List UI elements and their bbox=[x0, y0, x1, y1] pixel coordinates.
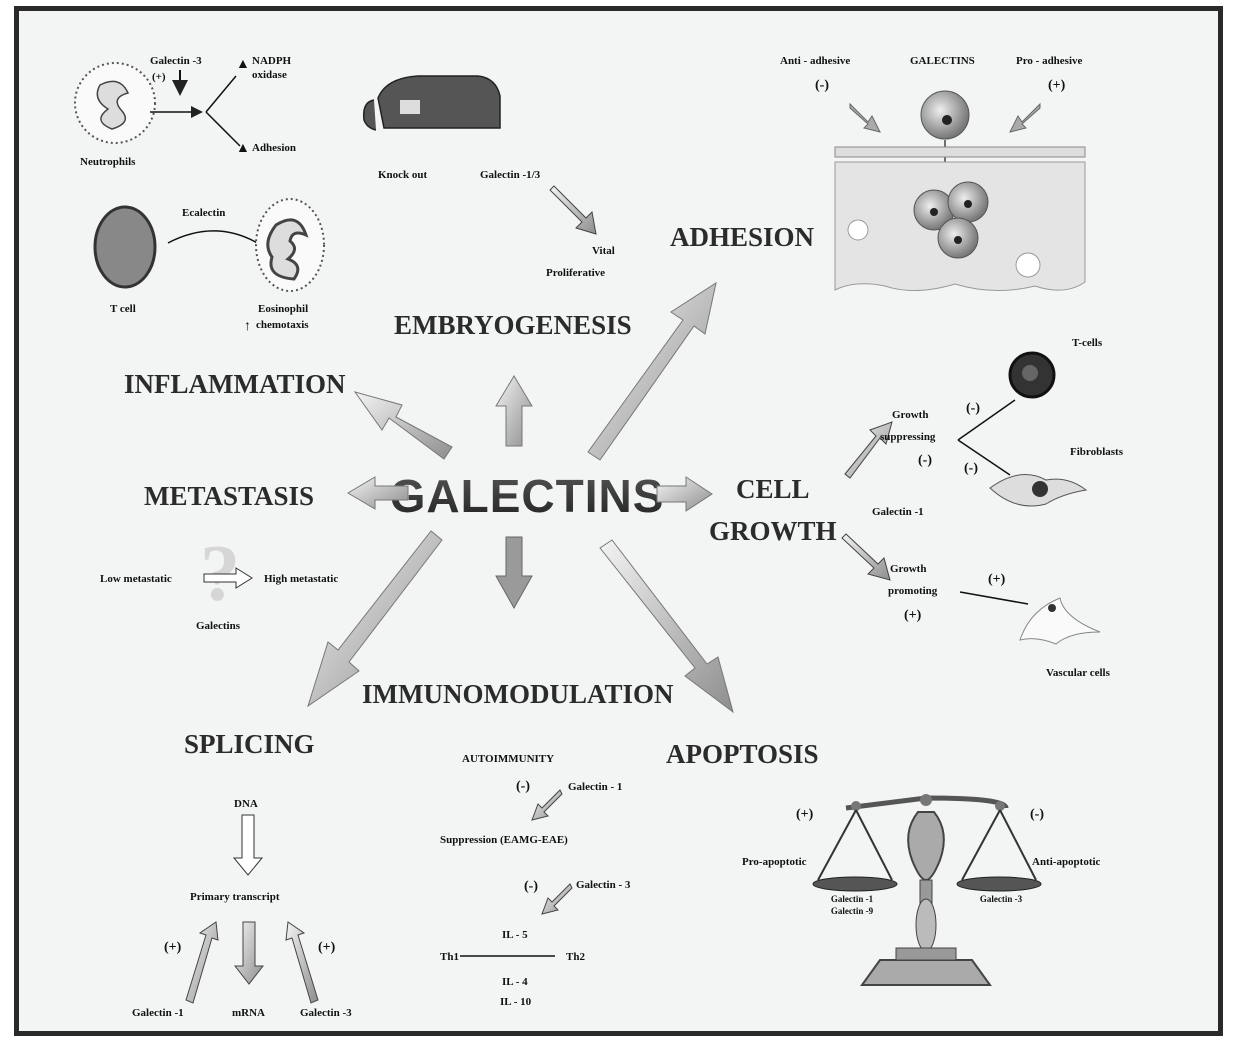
primary-transcript-label: Primary transcript bbox=[190, 891, 280, 903]
tcell-label: T cell bbox=[110, 303, 136, 315]
plus-sign: (+) bbox=[152, 71, 166, 83]
apoptosis-panel: (+) (-) Pro-apoptotic Anti-apoptotic Gal… bbox=[742, 794, 1101, 985]
mrna-label: mRNA bbox=[232, 1007, 265, 1019]
nadph-label: NADPH bbox=[252, 55, 292, 67]
arrow-to-embryogenesis bbox=[496, 376, 532, 446]
immuno-panel: AUTOIMMUNITY (-) Galectin - 1 Suppressio… bbox=[440, 753, 631, 1008]
ecalectin-label: Ecalectin bbox=[182, 207, 225, 219]
tcell-shape bbox=[95, 207, 155, 287]
th1-label: Th1 bbox=[440, 951, 459, 963]
metastasis-panel: ? Low metastatic High metastatic Galecti… bbox=[100, 530, 338, 632]
suppression-label: Suppression (EAMG-EAE) bbox=[440, 834, 568, 846]
splicing-panel: DNA Primary transcript (+) (+) Galectin … bbox=[132, 798, 352, 1019]
plus-left: (+) bbox=[164, 940, 182, 955]
galectin3-label: Galectin -3 bbox=[150, 55, 202, 67]
oxidase-label: oxidase bbox=[252, 69, 287, 81]
knockout-label: Knock out bbox=[378, 169, 428, 181]
promote-label-1: Growth bbox=[890, 563, 926, 575]
topic-inflammation: INFLAMMATION bbox=[124, 369, 346, 399]
up-arrow-eos: ↑ bbox=[244, 319, 251, 334]
arrow-to-cell-growth bbox=[657, 477, 712, 511]
fibroblasts-label: Fibroblasts bbox=[1070, 446, 1124, 458]
pro-apoptotic-label: Pro-apoptotic bbox=[742, 856, 807, 868]
apop-gal3-label: Galectin -3 bbox=[980, 894, 1023, 904]
splicing-gal1-label: Galectin -1 bbox=[132, 1007, 184, 1019]
anti-apoptotic-label: Anti-apoptotic bbox=[1032, 856, 1101, 868]
scale-column bbox=[908, 812, 944, 880]
topic-apoptosis: APOPTOSIS bbox=[666, 739, 819, 769]
topic-splicing: SPLICING bbox=[184, 729, 315, 759]
apoptosis-minus: (-) bbox=[1030, 807, 1044, 822]
topic-metastasis: METASTASIS bbox=[144, 481, 314, 511]
il4-label: IL - 4 bbox=[502, 976, 528, 988]
cell-growth-panel: Growth suppressing (-) (-) (-) T-cells F… bbox=[842, 337, 1124, 679]
dna-label: DNA bbox=[234, 798, 258, 810]
pro-adhesive-label: Pro - adhesive bbox=[1016, 55, 1083, 67]
inflammation-panel: Neutrophils Galectin -3 (+) ▲ NADPH oxid… bbox=[75, 55, 324, 334]
eosinophil-label: Eosinophil bbox=[258, 303, 308, 315]
immuno-minus2: (-) bbox=[524, 879, 538, 894]
arrow-to-immunomodulation bbox=[496, 537, 532, 608]
adhesion-small-label: Adhesion bbox=[252, 142, 296, 154]
scale-base bbox=[862, 960, 990, 985]
tcells-label: T-cells bbox=[1072, 337, 1103, 349]
minus-b: (-) bbox=[918, 453, 932, 468]
il5-label: IL - 5 bbox=[502, 929, 528, 941]
arrow-to-inflammation bbox=[355, 392, 452, 459]
apoptosis-plus: (+) bbox=[796, 807, 814, 822]
promote-label-2: promoting bbox=[888, 585, 938, 597]
topic-cell-growth-line2: GROWTH bbox=[709, 516, 837, 546]
splicing-gal3-label: Galectin -3 bbox=[300, 1007, 352, 1019]
center-title: GALECTINS bbox=[390, 470, 665, 522]
galectin13-label: Galectin -1/3 bbox=[480, 169, 541, 181]
apop-gal9-label: Galectin -9 bbox=[831, 906, 874, 916]
left-pan bbox=[813, 877, 897, 891]
suppress-label-2: suppressing bbox=[880, 431, 936, 443]
anti-sign: (-) bbox=[815, 78, 829, 93]
autoimmunity-label: AUTOIMMUNITY bbox=[462, 753, 554, 765]
topic-adhesion: ADHESION bbox=[670, 222, 815, 252]
low-metastatic-label: Low metastatic bbox=[100, 573, 172, 585]
pro-sign: (+) bbox=[1048, 78, 1066, 93]
plus-b: (+) bbox=[988, 572, 1006, 587]
up-arrow-adhesion: ▲ bbox=[236, 141, 250, 156]
neutrophils-label: Neutrophils bbox=[80, 156, 136, 168]
minus-a: (-) bbox=[966, 401, 980, 416]
th2-label: Th2 bbox=[566, 951, 585, 963]
proliferative-label: Proliferative bbox=[546, 267, 605, 279]
tissue-surface bbox=[835, 147, 1085, 157]
chemotaxis-label: chemotaxis bbox=[256, 319, 309, 331]
vital-label: Vital bbox=[592, 245, 615, 257]
mouse-icon bbox=[364, 76, 500, 130]
topic-embryogenesis: EMBRYOGENESIS bbox=[394, 310, 632, 340]
immuno-minus1: (-) bbox=[516, 779, 530, 794]
plus-right: (+) bbox=[318, 940, 336, 955]
immuno-gal1-label: Galectin - 1 bbox=[568, 781, 622, 793]
galectins-small-label: GALECTINS bbox=[910, 55, 975, 67]
high-metastatic-label: High metastatic bbox=[264, 573, 338, 585]
vascular-label: Vascular cells bbox=[1046, 667, 1111, 679]
anti-adhesive-label: Anti - adhesive bbox=[780, 55, 850, 67]
topic-immunomodulation: IMMUNOMODULATION bbox=[362, 679, 674, 709]
up-arrow-nadph: ▲ bbox=[236, 57, 250, 72]
adhesion-panel: Anti - adhesive (-) GALECTINS Pro - adhe… bbox=[780, 55, 1085, 291]
vascular-cell-icon bbox=[1020, 598, 1100, 644]
plus-a: (+) bbox=[904, 608, 922, 623]
floating-cell bbox=[921, 91, 969, 139]
galectin1-growth-label: Galectin -1 bbox=[872, 506, 924, 518]
suppress-label-1: Growth bbox=[892, 409, 928, 421]
apop-gal1-label: Galectin -1 bbox=[831, 894, 874, 904]
galectins-meta-label: Galectins bbox=[196, 620, 241, 632]
topic-cell-growth-line1: CELL bbox=[736, 474, 810, 504]
il10-label: IL - 10 bbox=[500, 996, 532, 1008]
right-pan bbox=[957, 877, 1041, 891]
minus-c: (-) bbox=[964, 461, 978, 476]
immuno-gal3-label: Galectin - 3 bbox=[576, 879, 631, 891]
embryogenesis-panel: Knock out Galectin -1/3 Vital Proliferat… bbox=[364, 76, 615, 279]
